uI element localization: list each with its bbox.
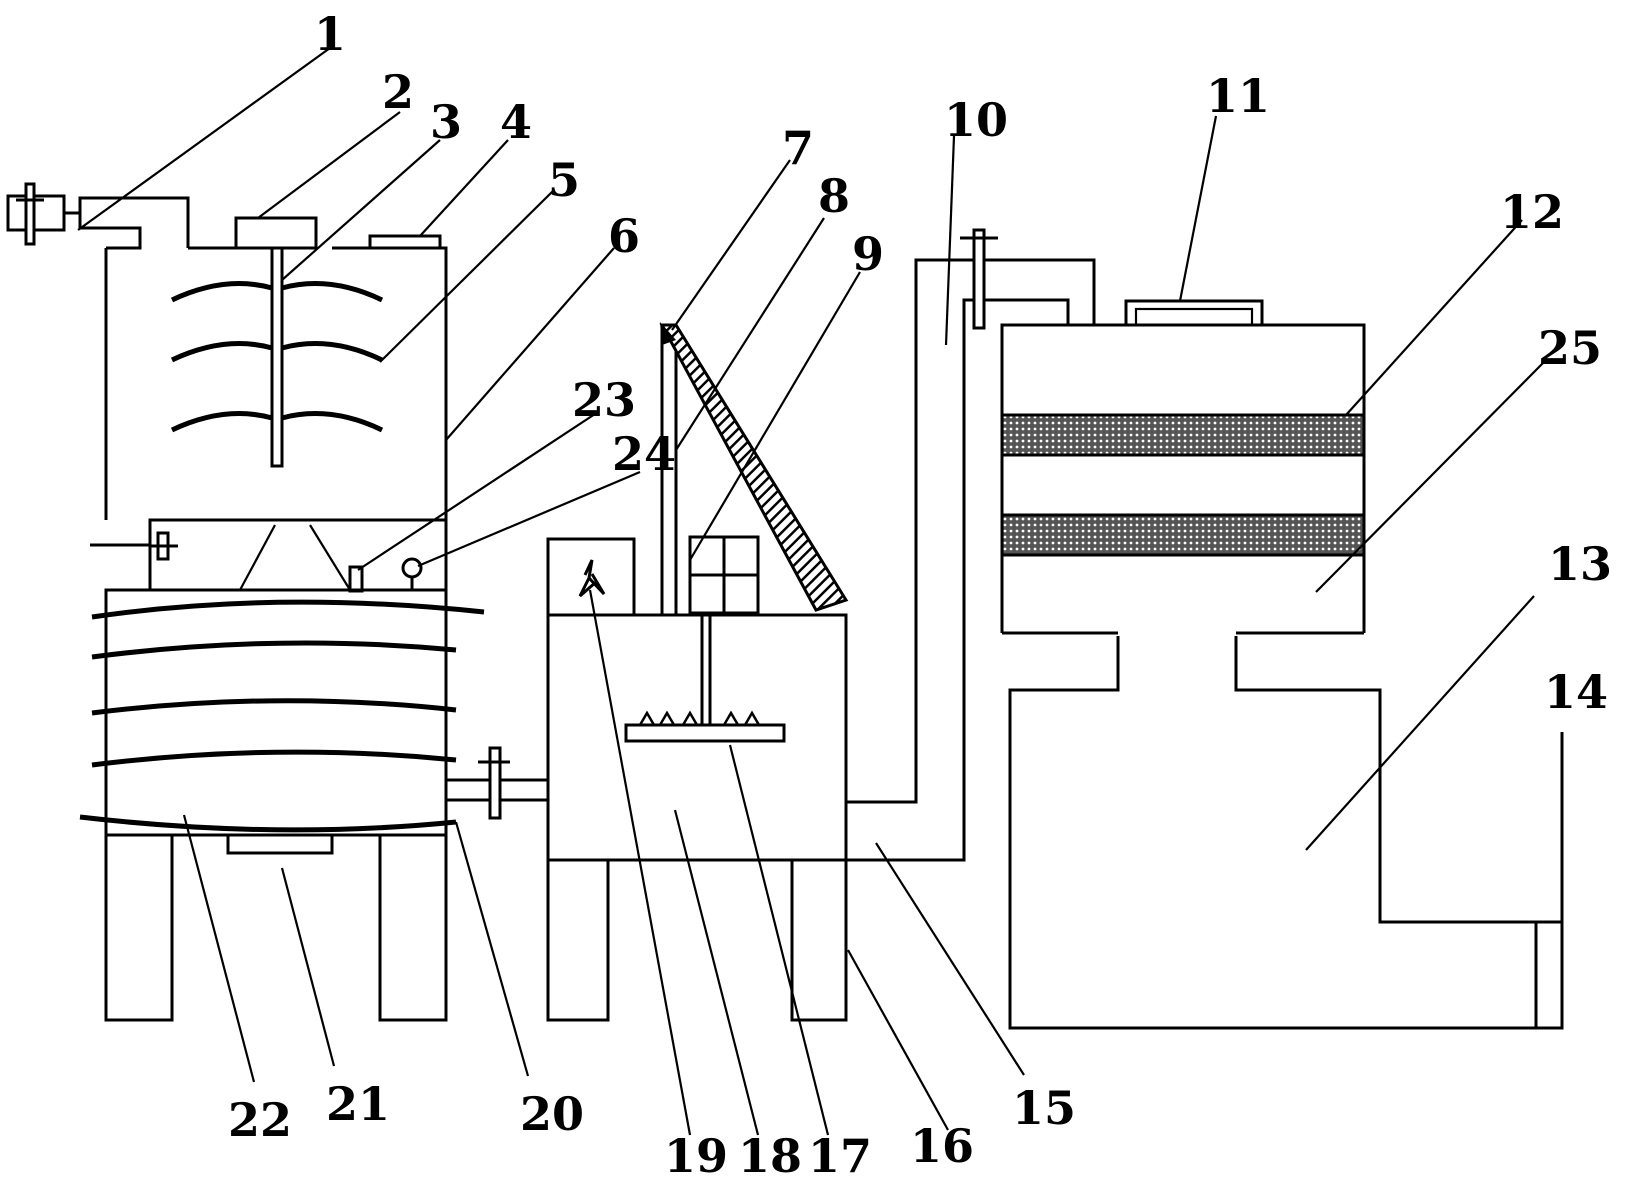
label-10: 10 (944, 93, 1008, 147)
label-6: 6 (608, 209, 640, 263)
label-16: 16 (910, 1119, 974, 1173)
stirrer-blades (170, 281, 384, 433)
label-24: 24 (612, 427, 676, 481)
left-tank (6, 182, 548, 1022)
transfer-pipe (846, 228, 1096, 862)
bottom-outlet (226, 833, 334, 855)
label-12: 12 (1500, 185, 1564, 239)
middle-right-leg (790, 858, 848, 1022)
pressure-gauge-icon (401, 557, 423, 591)
middle-left-leg (546, 858, 610, 1022)
label-23: 23 (572, 373, 636, 427)
label-8: 8 (818, 169, 850, 223)
label-15: 15 (1012, 1081, 1076, 1135)
vent-pipe (348, 565, 364, 593)
right-leg (378, 833, 448, 1022)
part-labels: 1 2 3 4 5 6 7 8 9 10 11 12 25 13 14 15 1… (228, 7, 1612, 1178)
label-19: 19 (664, 1129, 728, 1178)
label-13: 13 (1548, 537, 1612, 591)
settling-tank (1008, 633, 1564, 1030)
inclined-conveyor (659, 323, 849, 612)
filter-tower (1000, 323, 1366, 635)
label-14: 14 (1544, 665, 1608, 719)
fan-icon (578, 559, 606, 598)
stirring-plate (624, 723, 786, 743)
heating-tank (104, 588, 448, 837)
left-leg (104, 833, 174, 1022)
stirrer-shaft (270, 246, 284, 468)
label-1: 1 (314, 7, 346, 61)
filter-layer-upper (1000, 413, 1366, 457)
leader-lines (77, 47, 1545, 1136)
plate-teeth (638, 710, 761, 726)
label-9: 9 (852, 227, 884, 281)
upper-mixing-tank (106, 235, 142, 250)
label-17: 17 (808, 1129, 872, 1178)
label-18: 18 (738, 1129, 802, 1178)
middle-tank (546, 322, 849, 1022)
side-valve (90, 531, 178, 561)
label-5: 5 (548, 153, 580, 207)
funnel-section (148, 518, 448, 592)
feed-port (368, 234, 442, 250)
heating-coils (79, 599, 485, 833)
inlet-pipe (6, 182, 190, 248)
right-tank (1000, 299, 1564, 1030)
inner-shaft (700, 613, 712, 727)
label-4: 4 (500, 95, 532, 149)
label-21: 21 (326, 1077, 390, 1131)
label-22: 22 (228, 1093, 292, 1147)
fan-box (546, 537, 636, 617)
window-grid (688, 535, 760, 615)
label-3: 3 (430, 95, 462, 149)
filter-layer-lower (1000, 513, 1366, 557)
label-25: 25 (1538, 321, 1602, 375)
label-2: 2 (382, 65, 414, 119)
motor-box (234, 216, 318, 250)
label-11: 11 (1206, 69, 1270, 123)
label-7: 7 (782, 121, 814, 175)
top-port (1124, 299, 1264, 327)
label-20: 20 (520, 1087, 584, 1141)
connecting-pipe (446, 746, 548, 820)
